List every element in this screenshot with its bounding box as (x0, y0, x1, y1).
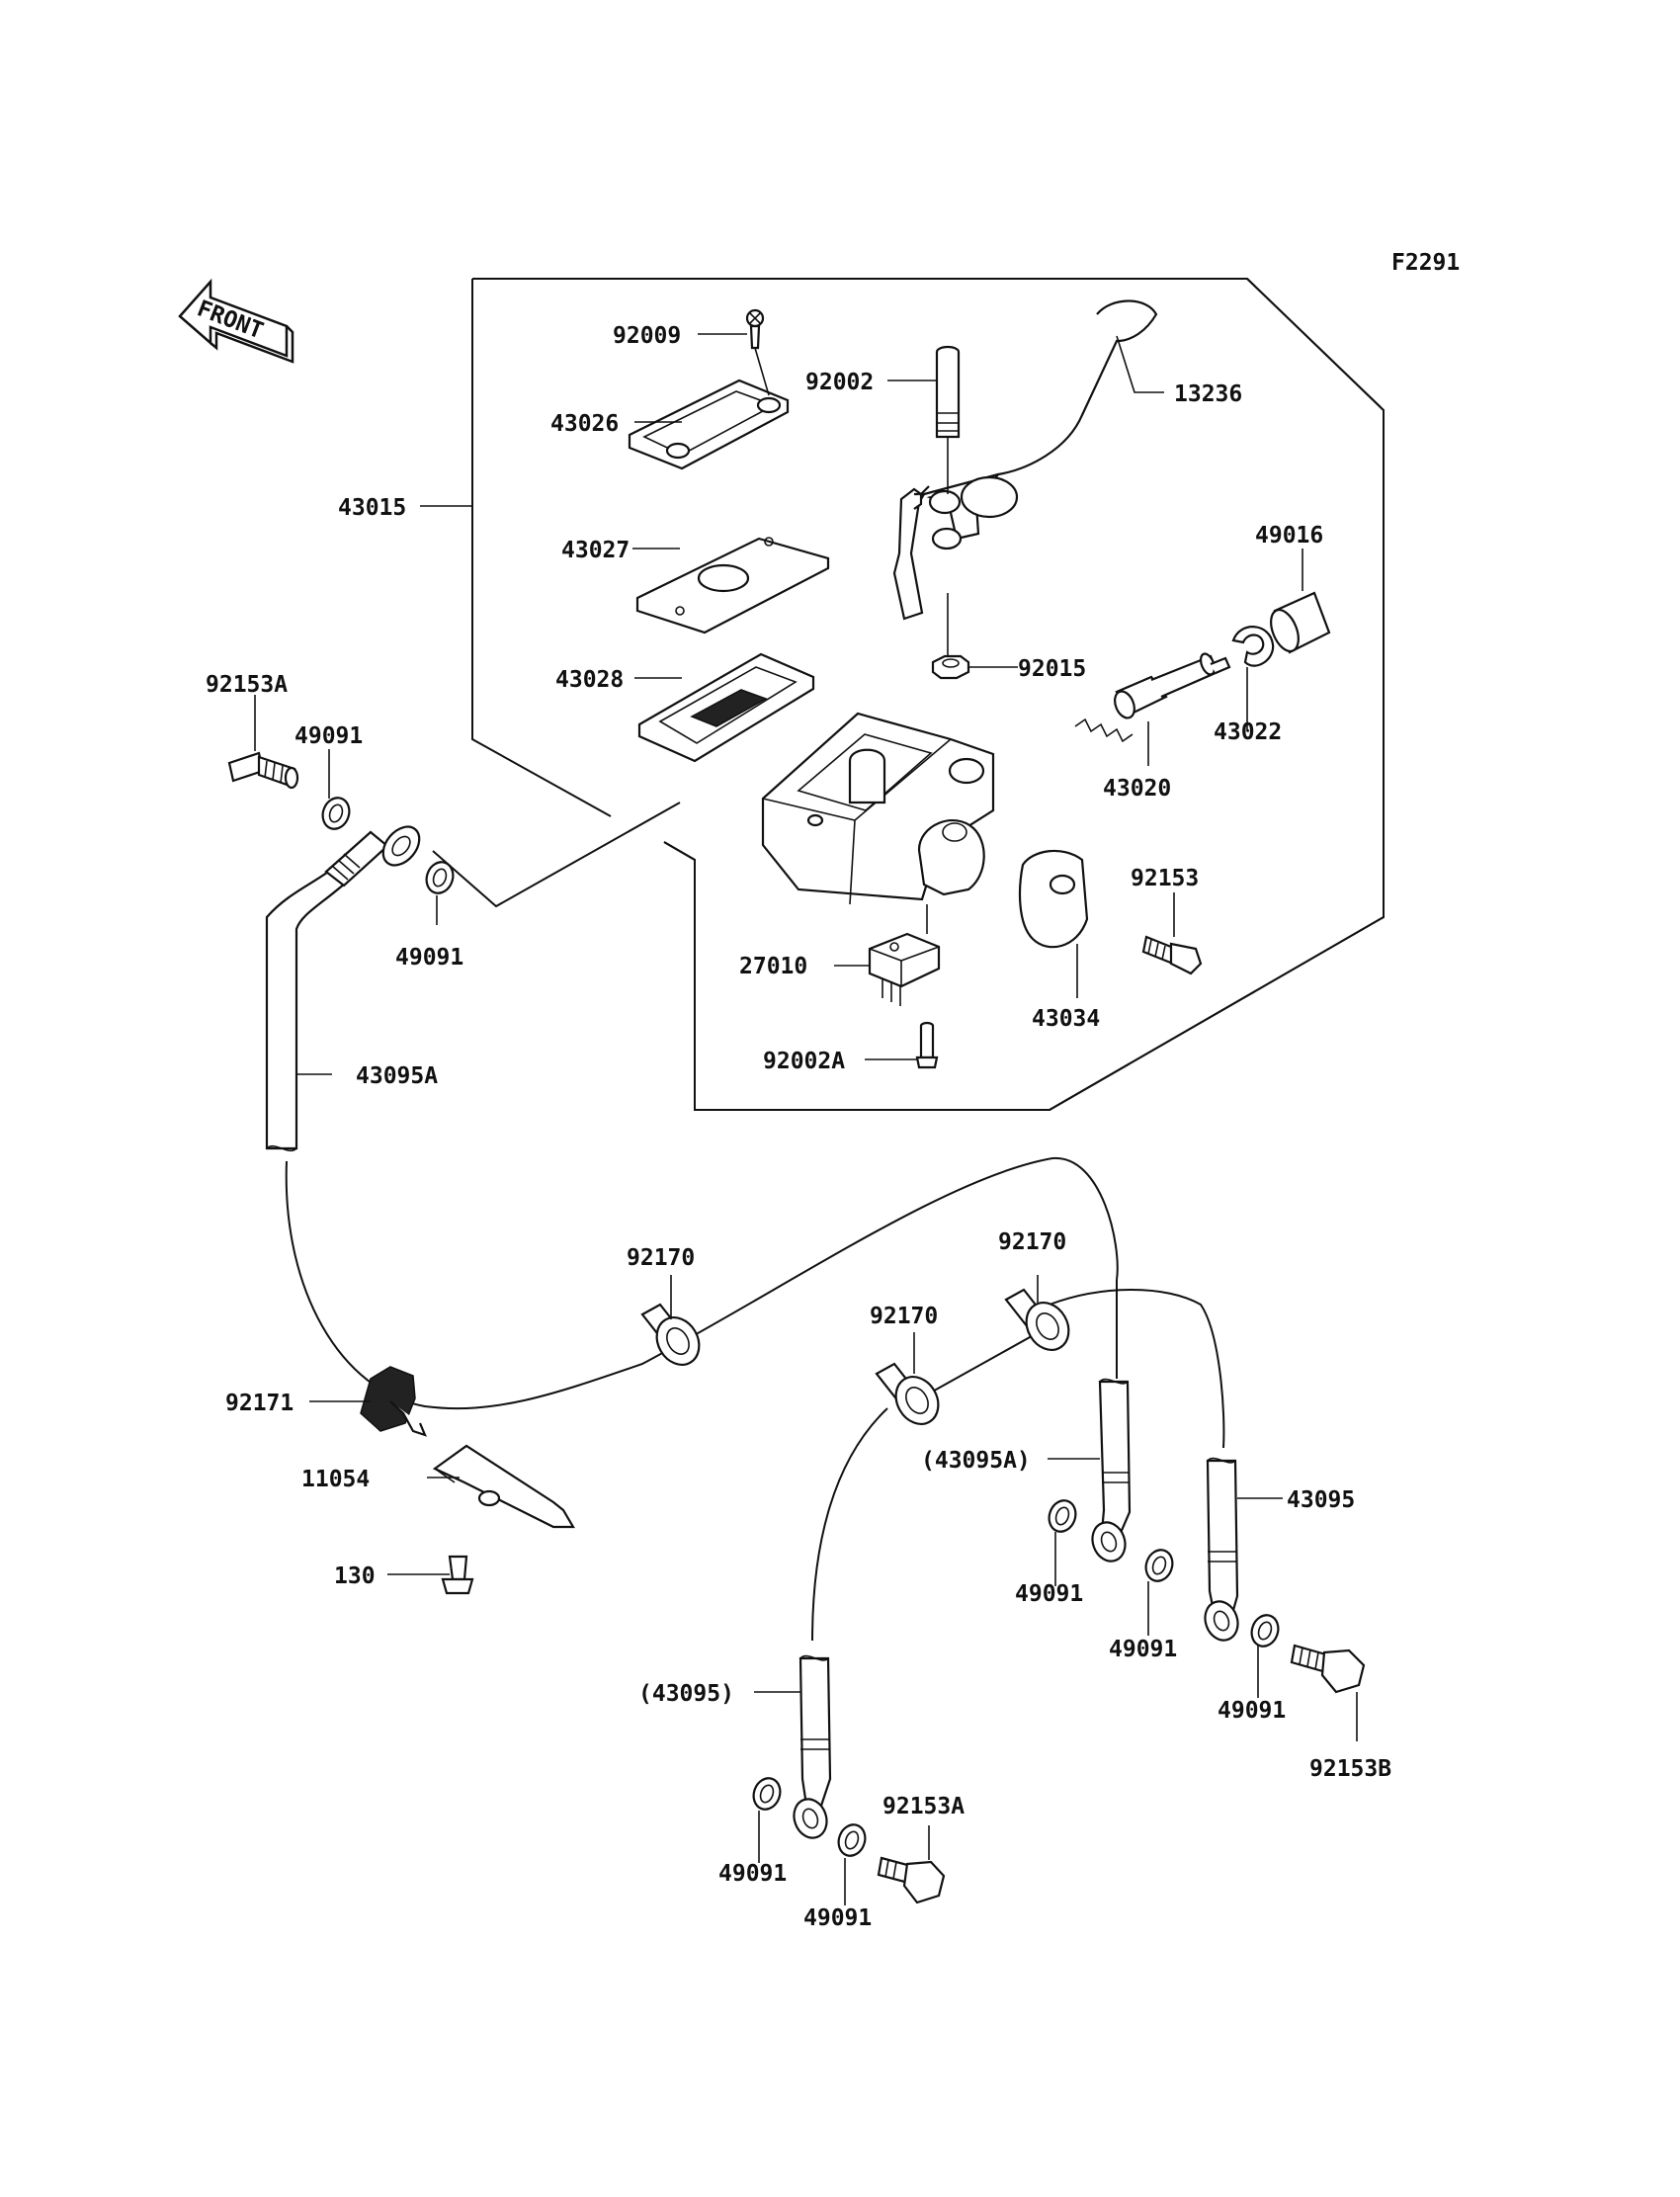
label-130: 130 (334, 1563, 376, 1589)
figure-code: F2291 (1391, 250, 1460, 276)
washer-49091-c (1048, 1499, 1077, 1533)
label-43095: 43095 (1287, 1487, 1355, 1513)
hose-route-line-e (811, 1407, 888, 1642)
hose-leader (432, 802, 681, 908)
label-43027: 43027 (561, 538, 630, 563)
hose-route-line-d (928, 1326, 1049, 1394)
leader-lines (254, 333, 1358, 1905)
circlip-43022 (1231, 626, 1275, 667)
hose-route-line (285, 1156, 1119, 1410)
label-49091-f: 49091 (718, 1861, 787, 1887)
bracket-11054 (432, 1444, 575, 1529)
screw-92002A (915, 1021, 939, 1069)
label-43034: 43034 (1032, 1006, 1100, 1032)
bolt-92153 (1141, 935, 1203, 975)
diaphragm-43028 (637, 652, 815, 763)
label-49091-b: 49091 (395, 945, 463, 971)
label-43022: 43022 (1214, 719, 1282, 745)
washer-49091-b (425, 861, 455, 894)
switch-27010 (868, 932, 941, 1006)
label-92002A: 92002A (763, 1049, 845, 1074)
clamp-43034 (1018, 849, 1089, 949)
label-43095-paren: (43095) (638, 1681, 734, 1707)
label-11054: 11054 (301, 1467, 370, 1492)
piston-43020 (1074, 652, 1231, 743)
washer-49091-d (1144, 1549, 1174, 1582)
label-92153A-bottom: 92153A (882, 1794, 965, 1819)
label-27010: 27010 (739, 954, 807, 979)
label-92015: 92015 (1018, 656, 1086, 682)
label-43095A: 43095A (356, 1063, 438, 1089)
label-92170-b: 92170 (998, 1229, 1066, 1255)
screw-92009 (745, 308, 765, 350)
nut-92015 (931, 654, 970, 680)
washer-49091-f (752, 1777, 782, 1811)
label-43095A-paren: (43095A) (921, 1448, 1031, 1474)
grommet-92170-a (640, 1303, 701, 1366)
label-43026: 43026 (550, 411, 619, 437)
clamp-92171 (360, 1366, 427, 1437)
label-92171: 92171 (225, 1391, 294, 1416)
label-49091-top: 49091 (294, 723, 363, 749)
label-13236: 13236 (1174, 381, 1242, 407)
label-43015: 43015 (338, 495, 406, 521)
diaphragm-plate-43027 (635, 537, 830, 634)
master-cylinder-body (761, 712, 995, 905)
label-92170-a: 92170 (627, 1245, 695, 1271)
hose-43095A (265, 825, 421, 1152)
label-92002: 92002 (805, 370, 874, 395)
banjo-bolt-92153A-bottom (877, 1856, 946, 1904)
label-92153: 92153 (1131, 866, 1199, 891)
pivot-bolt-92002 (935, 345, 961, 439)
banjo-bolt-92153B (1290, 1644, 1366, 1694)
front-arrow-icon: FRONT (178, 278, 294, 364)
hose-43095 (1204, 1457, 1239, 1642)
label-49091-g: 49091 (803, 1905, 872, 1931)
label-92170-c: 92170 (870, 1304, 938, 1329)
reservoir-cap-43026 (628, 379, 790, 470)
label-49091-d: 49091 (1109, 1637, 1177, 1662)
brake-lever-13236 (892, 299, 1158, 621)
hose-route-line-c (1049, 1289, 1225, 1449)
label-43020: 43020 (1103, 776, 1171, 802)
banjo-bolt-92153A-top (227, 751, 299, 790)
grommet-92170-b (1004, 1288, 1070, 1351)
hose-43095-lower (793, 1654, 832, 1839)
washer-49091-e (1250, 1614, 1280, 1648)
label-92153A-top: 92153A (206, 672, 288, 698)
dust-boot-49016 (1270, 591, 1331, 654)
label-49091-e: 49091 (1218, 1698, 1286, 1724)
bolt-130 (441, 1555, 474, 1595)
label-43028: 43028 (555, 667, 624, 693)
washer-49091-g (837, 1823, 867, 1857)
label-92009: 92009 (613, 323, 681, 349)
grommet-92170-c (875, 1362, 940, 1425)
label-49091-c: 49091 (1015, 1581, 1083, 1607)
washer-49091-top (321, 797, 351, 830)
label-49016: 49016 (1255, 523, 1323, 549)
hose-43095A-lower (1091, 1378, 1132, 1563)
label-92153B: 92153B (1309, 1756, 1391, 1782)
